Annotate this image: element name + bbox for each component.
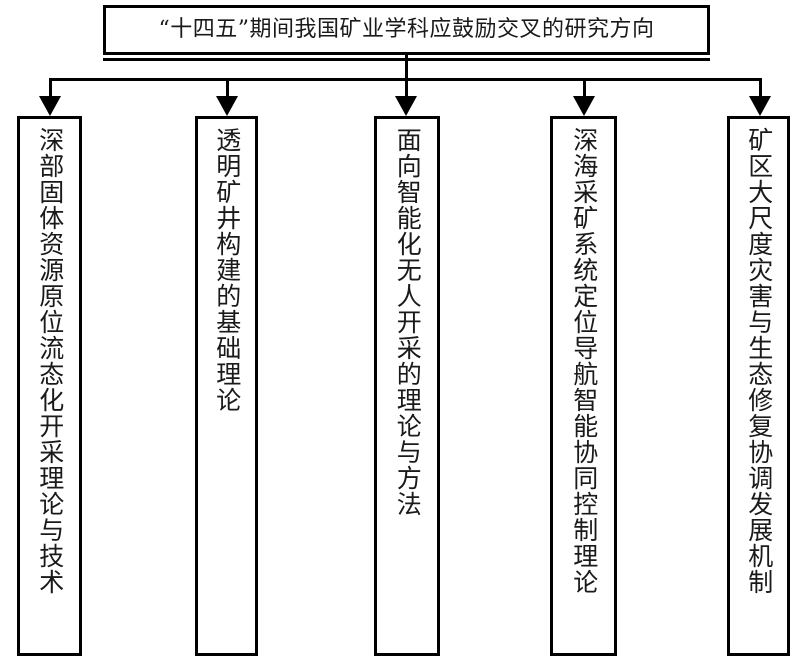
branch-node-box-4: 深海采矿系统定位导航智能协同控制理论 — [550, 116, 617, 656]
connector-drop-1 — [49, 78, 52, 100]
arrow-head-4 — [573, 96, 595, 116]
root-node-box: “十四五”期间我国矿业学科应鼓励交叉的研究方向 — [103, 5, 710, 55]
branch-node-label-4: 深海采矿系统定位导航智能协同控制理论 — [569, 127, 599, 595]
branch-node-label-2: 透明矿井构建的基础理论 — [212, 127, 242, 413]
connector-drop-4 — [583, 78, 586, 100]
arrow-head-2 — [216, 96, 238, 116]
branch-node-box-1: 深部固体资源原位流态化开采理论与技术 — [17, 116, 82, 656]
branch-node-box-3: 面向智能化无人开采的理论与方法 — [374, 116, 440, 656]
branch-node-box-2: 透明矿井构建的基础理论 — [195, 116, 258, 656]
branch-node-label-1: 深部固体资源原位流态化开采理论与技术 — [35, 127, 65, 595]
arrow-head-3 — [395, 96, 417, 116]
connector-drop-3 — [405, 78, 408, 100]
arrow-head-1 — [39, 96, 61, 116]
connector-drop-2 — [226, 78, 229, 100]
connector-drop-5 — [759, 78, 762, 100]
arrow-head-5 — [749, 96, 771, 116]
branch-node-box-5: 矿区大尺度灾害与生态修复协调发展机制 — [727, 116, 790, 656]
connector-center-drop — [405, 58, 408, 81]
branch-node-label-5: 矿区大尺度灾害与生态修复协调发展机制 — [744, 127, 774, 595]
root-node-label: “十四五”期间我国矿业学科应鼓励交叉的研究方向 — [158, 17, 655, 42]
branch-node-label-3: 面向智能化无人开采的理论与方法 — [393, 127, 423, 517]
